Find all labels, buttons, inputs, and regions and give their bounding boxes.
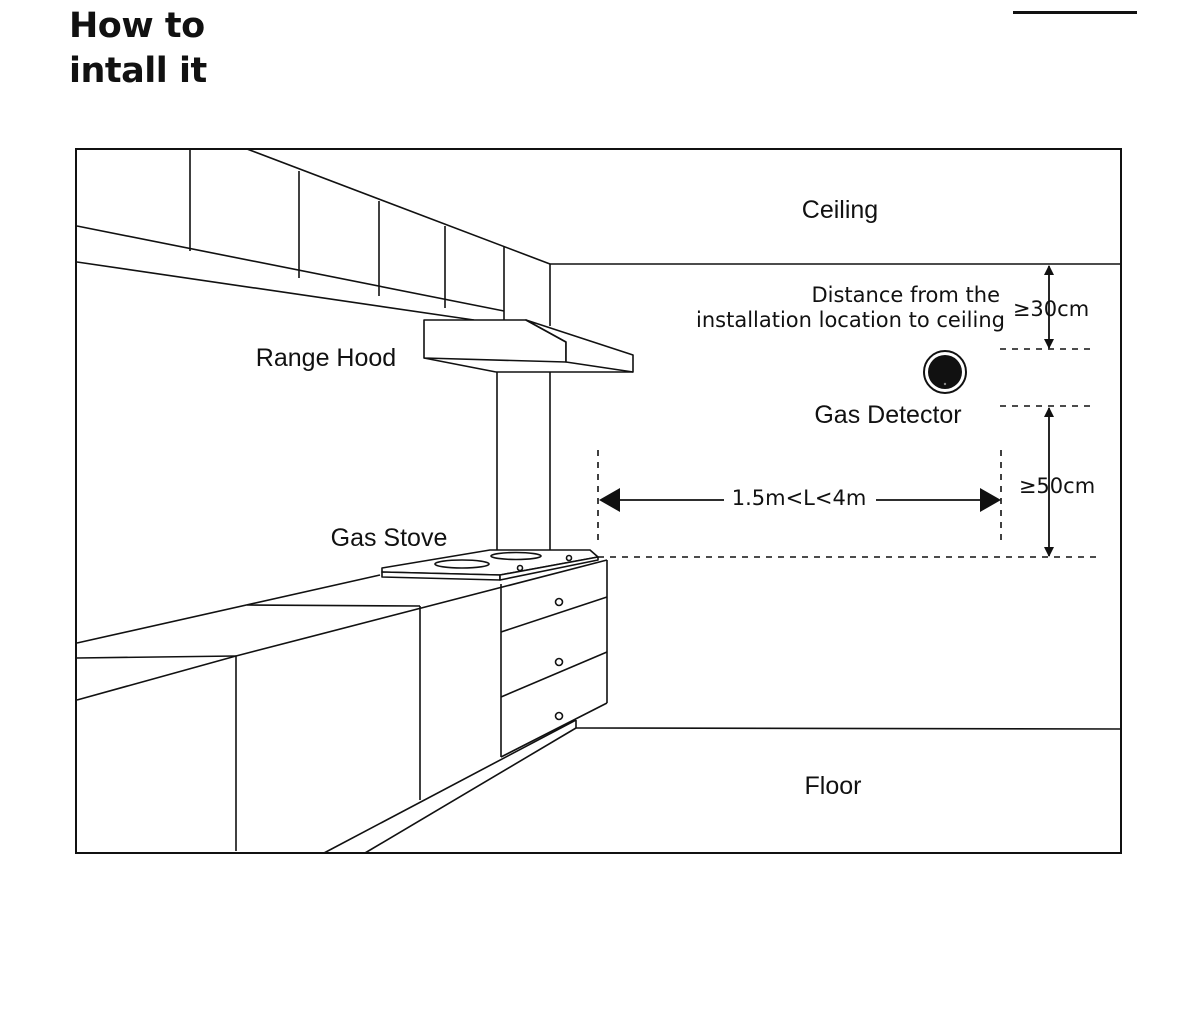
page-title-line-1: How to <box>69 6 205 46</box>
distance-label-line-1: Distance from the <box>811 283 1000 307</box>
room-walls <box>549 263 1121 730</box>
range-hood-label: Range Hood <box>256 344 396 372</box>
distance-label-line-2: installation location to ceiling <box>696 308 1005 332</box>
stove-knob <box>565 554 573 562</box>
gas-detector-icon <box>923 350 967 394</box>
range-hood <box>423 319 634 552</box>
floor-label: Floor <box>805 772 862 800</box>
horizontal-arrow-left <box>599 488 620 512</box>
page-title-line-2: intall it <box>69 51 207 91</box>
diagram-frame <box>75 148 1122 854</box>
ceiling-distance-value: ≥30cm <box>1013 297 1089 321</box>
gas-stove <box>381 549 599 581</box>
stove-burner <box>490 551 542 561</box>
ceiling-label: Ceiling <box>802 196 878 224</box>
horizontal-range-value: 1.5m<L<4m <box>732 486 867 510</box>
drawer-knob <box>554 597 564 607</box>
drawer-knob <box>554 657 564 667</box>
gas-stove-label: Gas Stove <box>331 524 448 552</box>
stove-knob <box>516 564 524 572</box>
horizontal-arrow-right <box>980 488 1001 512</box>
dimension-arrows <box>599 265 1054 557</box>
stove-height-value: ≥50cm <box>1019 474 1095 498</box>
measurement-guides <box>597 348 1096 558</box>
counter-and-cabinets <box>76 559 608 854</box>
stove-burner <box>434 559 490 569</box>
decorative-rule <box>1013 11 1137 14</box>
drawer-knob <box>554 711 564 721</box>
gas-detector-label: Gas Detector <box>814 401 961 429</box>
page-title: How to intall it <box>69 4 207 94</box>
upper-cabinets <box>76 148 551 321</box>
